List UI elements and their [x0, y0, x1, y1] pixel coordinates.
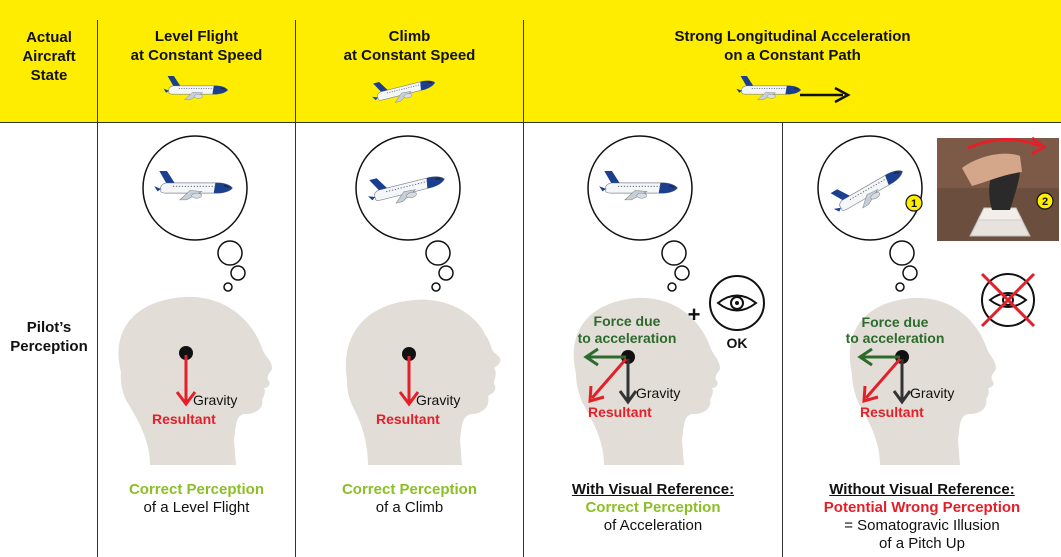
gravity-arrow [618, 359, 638, 405]
eye-icon [709, 275, 765, 331]
ok-label: OK [727, 335, 748, 351]
header-band [0, 0, 1061, 122]
acceleration-arrow [800, 86, 851, 104]
resultant-label: Resultant [860, 404, 924, 420]
resultant-arrow [175, 355, 197, 407]
badge-2: 2 [1036, 192, 1054, 210]
force-label-line2: to acceleration [578, 330, 677, 346]
caption-without-visual: Without Visual Reference: Potential Wron… [823, 481, 1021, 552]
airplane-icon [735, 75, 802, 101]
header-level-flight: Level Flight at Constant Speed [130, 28, 263, 64]
force-label-line1: Force due [594, 313, 661, 329]
gravity-label: Gravity [636, 385, 680, 401]
caption-with-visual: With Visual Reference: Correct Perceptio… [571, 481, 735, 534]
header-acceleration: Strong Longitudinal Acceleration on a Co… [674, 28, 911, 64]
plus-sign: + [688, 302, 701, 327]
head-silhouette [118, 296, 272, 465]
resultant-label: Resultant [588, 404, 652, 420]
badge-1: 1 [905, 194, 923, 212]
sidestick-photo [937, 136, 1059, 241]
header-climb: Climb at Constant Speed [343, 28, 476, 64]
airplane-icon [162, 75, 229, 101]
svg-text:1: 1 [911, 198, 917, 210]
head-silhouette [849, 297, 996, 465]
resultant-arrow [588, 358, 628, 404]
head-silhouette [573, 297, 720, 465]
gravity-label: Gravity [416, 392, 460, 408]
force-label-line1: Force due [862, 314, 929, 330]
header-divider [0, 122, 1061, 123]
resultant-arrow [398, 356, 420, 407]
column-divider [295, 20, 296, 557]
thought-bubble [355, 135, 461, 292]
svg-text:2: 2 [1042, 196, 1048, 208]
force-label-line2: to acceleration [846, 330, 945, 346]
gravity-label: Gravity [193, 392, 237, 408]
pivot-dot [179, 346, 193, 360]
thought-bubble [142, 135, 248, 292]
acceleration-force-arrow [583, 347, 626, 367]
state-label: Actual Aircraft State [22, 29, 76, 84]
caption-level-flight: Correct Perception of a Level Flight [128, 481, 265, 516]
acceleration-force-arrow [857, 347, 900, 367]
thought-bubble [587, 135, 693, 292]
resultant-arrow [862, 358, 902, 404]
thought-bubble [817, 135, 923, 292]
airplane-icon [368, 68, 438, 109]
pivot-dot [402, 347, 416, 361]
column-divider [523, 20, 524, 557]
head-silhouette [345, 299, 501, 465]
column-divider [782, 122, 783, 557]
pilot-perception-label: Pilot’s Perception [10, 319, 88, 355]
column-divider [97, 20, 98, 557]
caption-climb: Correct Perception of a Climb [341, 481, 478, 516]
no-visual-icon [980, 272, 1036, 328]
resultant-label: Resultant [376, 411, 440, 427]
resultant-label: Resultant [152, 411, 216, 427]
gravity-arrow [892, 359, 912, 405]
gravity-label: Gravity [910, 385, 954, 401]
